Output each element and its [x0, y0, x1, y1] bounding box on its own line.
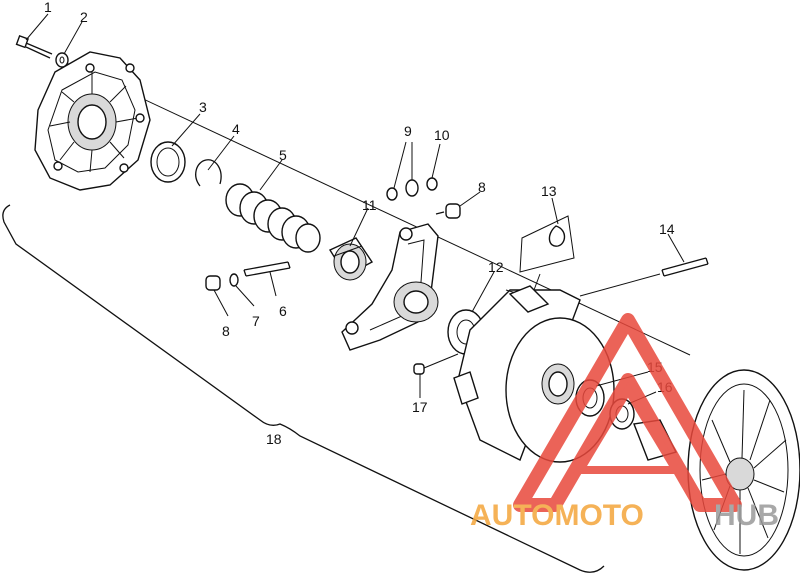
part-8-bushing-upper [445, 203, 461, 219]
part-10-washer [426, 177, 438, 191]
cover-plate [34, 51, 151, 191]
watermark-triangle-logo [513, 313, 742, 512]
part-1-bolt [15, 34, 53, 59]
callout-17: 17 [412, 399, 428, 415]
moveable-sheave [453, 285, 615, 463]
callout-4: 4 [232, 121, 240, 137]
callout-14: 14 [659, 221, 675, 237]
part-9-washer [386, 187, 398, 201]
part-14-bolt [579, 257, 709, 297]
part-13-bracket [519, 215, 575, 291]
callout-9: 9 [404, 123, 412, 139]
callout-13: 13 [541, 183, 557, 199]
watermark-word-orange: AUTOMOTO [470, 499, 644, 532]
part-17-nut [413, 363, 425, 375]
axis-centerline [59, 59, 691, 356]
leader-lines [25, 13, 685, 405]
part-5-spring [225, 183, 321, 253]
callout-6: 6 [279, 303, 287, 319]
part-9-bushing [405, 179, 419, 197]
part-2-washer [55, 52, 69, 68]
part-11-roller [328, 237, 374, 281]
spider-arm [341, 223, 439, 351]
callout-10: 10 [434, 127, 450, 143]
callout-5: 5 [279, 147, 287, 163]
callout-2: 2 [80, 9, 88, 25]
part-7-washer [229, 273, 239, 287]
assembly-brace-18 [2, 204, 605, 573]
callout-7: 7 [252, 313, 260, 329]
callout-1: 1 [44, 0, 52, 15]
callout-8-lower: 8 [222, 323, 230, 339]
watermark: AUTOMOTO HUB [470, 313, 779, 532]
callout-3: 3 [199, 99, 207, 115]
callout-12: 12 [488, 259, 504, 275]
callout-11: 11 [362, 197, 377, 213]
part-8-bushing-lower [205, 275, 221, 291]
part-3-ring [150, 141, 186, 183]
part-4-snap-ring [195, 159, 222, 187]
callout-8-upper: 8 [478, 179, 486, 195]
callout-18: 18 [266, 431, 282, 447]
part-6-pin [243, 261, 291, 277]
watermark-word-gray: HUB [714, 499, 779, 532]
